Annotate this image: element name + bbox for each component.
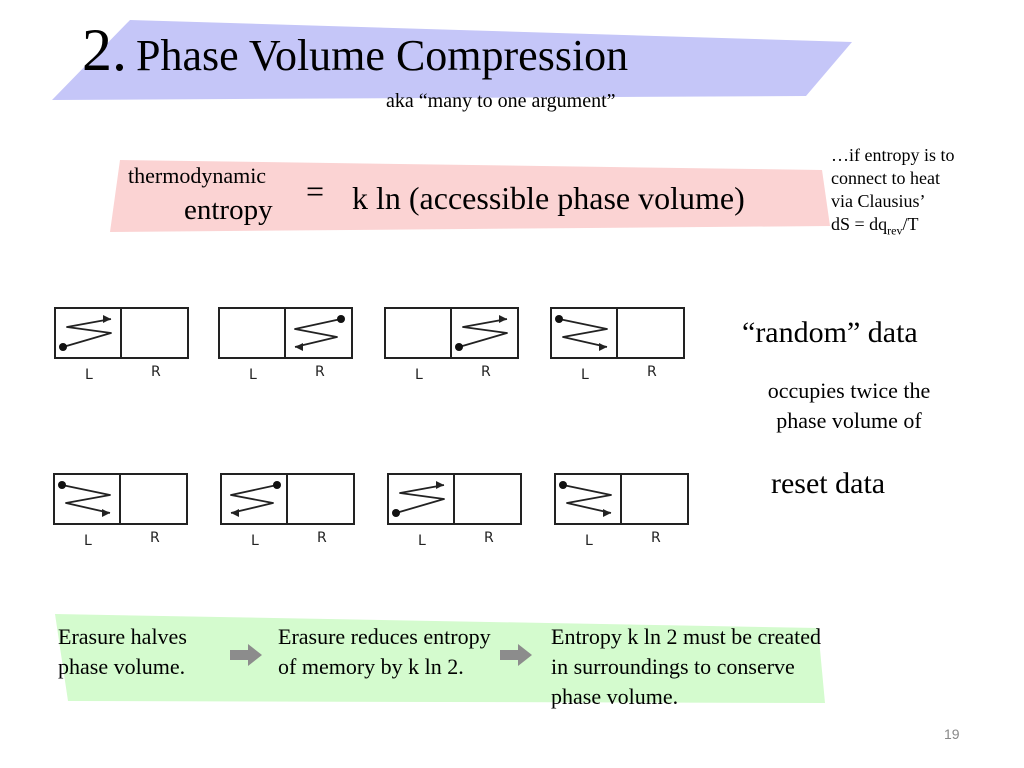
left-chamber-label: L xyxy=(85,367,93,383)
arrowhead-icon xyxy=(603,509,611,517)
formula-sub: rev xyxy=(887,223,903,238)
subtitle: aka “many to one argument” xyxy=(386,90,616,112)
arrowhead-icon xyxy=(436,481,444,489)
right-chamber-label: R xyxy=(315,364,325,380)
steps-band xyxy=(55,614,825,703)
left-chamber-label: L xyxy=(418,533,426,549)
step-1-text: Erasure halves phase volume. xyxy=(58,624,187,679)
right-chamber-label: R xyxy=(151,364,161,380)
page-number: 19 xyxy=(944,726,960,742)
title-number: 2. xyxy=(82,17,127,83)
right-chamber-label: R xyxy=(484,530,494,546)
step-2-text: Erasure reduces entropy of memory by k l… xyxy=(278,624,491,679)
arrowhead-icon xyxy=(499,315,507,323)
particle-dot xyxy=(392,509,400,517)
formula-post: /T xyxy=(902,214,919,234)
page-title: Phase Volume Compression xyxy=(136,31,629,80)
equation-lhs-line1: thermodynamic xyxy=(128,163,267,188)
left-chamber-label: L xyxy=(249,367,257,383)
right-chamber-label: R xyxy=(647,364,657,380)
right-chamber-label: R xyxy=(317,530,327,546)
formula-pre: dS = dq xyxy=(831,214,888,234)
left-chamber-label: L xyxy=(84,533,92,549)
equation-band xyxy=(110,160,830,232)
particle-dot xyxy=(337,315,345,323)
side-note-line2: connect to heat xyxy=(831,168,940,188)
equation-rhs: k ln (accessible phase volume) xyxy=(352,180,745,216)
side-note-line3: via Clausius’ xyxy=(831,191,926,211)
reset-data-label: reset data xyxy=(771,467,886,500)
particle-dot xyxy=(58,481,66,489)
right-arrow-icon xyxy=(230,644,262,666)
arrowhead-icon xyxy=(599,343,607,351)
equation-lhs-line2: entropy xyxy=(184,194,273,226)
occupies-text: occupies twice the phase volume of xyxy=(767,378,931,433)
right-chamber-label: R xyxy=(651,530,661,546)
left-chamber-label: L xyxy=(251,533,259,549)
right-chamber-label: R xyxy=(150,530,160,546)
right-chamber-label: R xyxy=(481,364,491,380)
random-data-label: “random” data xyxy=(742,316,918,349)
right-arrow-icon xyxy=(500,644,532,666)
equation-sign: = xyxy=(306,173,325,209)
step-3-text: Entropy k ln 2 must be created in surrou… xyxy=(551,624,822,709)
particle-dot xyxy=(59,343,67,351)
left-chamber-label: L xyxy=(585,533,593,549)
arrowhead-icon xyxy=(295,343,303,351)
arrowhead-icon xyxy=(231,509,239,517)
particle-dot xyxy=(455,343,463,351)
clausius-formula: dS = dqrev/T xyxy=(831,213,1021,243)
left-chamber-label: L xyxy=(581,367,589,383)
particle-dot xyxy=(555,315,563,323)
title-band xyxy=(52,20,852,100)
particle-dot xyxy=(273,481,281,489)
particle-dot xyxy=(559,481,567,489)
arrowhead-icon xyxy=(103,315,111,323)
side-note: …if entropy is to connect to heat via Cl… xyxy=(831,144,1021,243)
left-chamber-label: L xyxy=(415,367,423,383)
side-note-line1: …if entropy is to xyxy=(831,145,955,165)
arrowhead-icon xyxy=(102,509,110,517)
